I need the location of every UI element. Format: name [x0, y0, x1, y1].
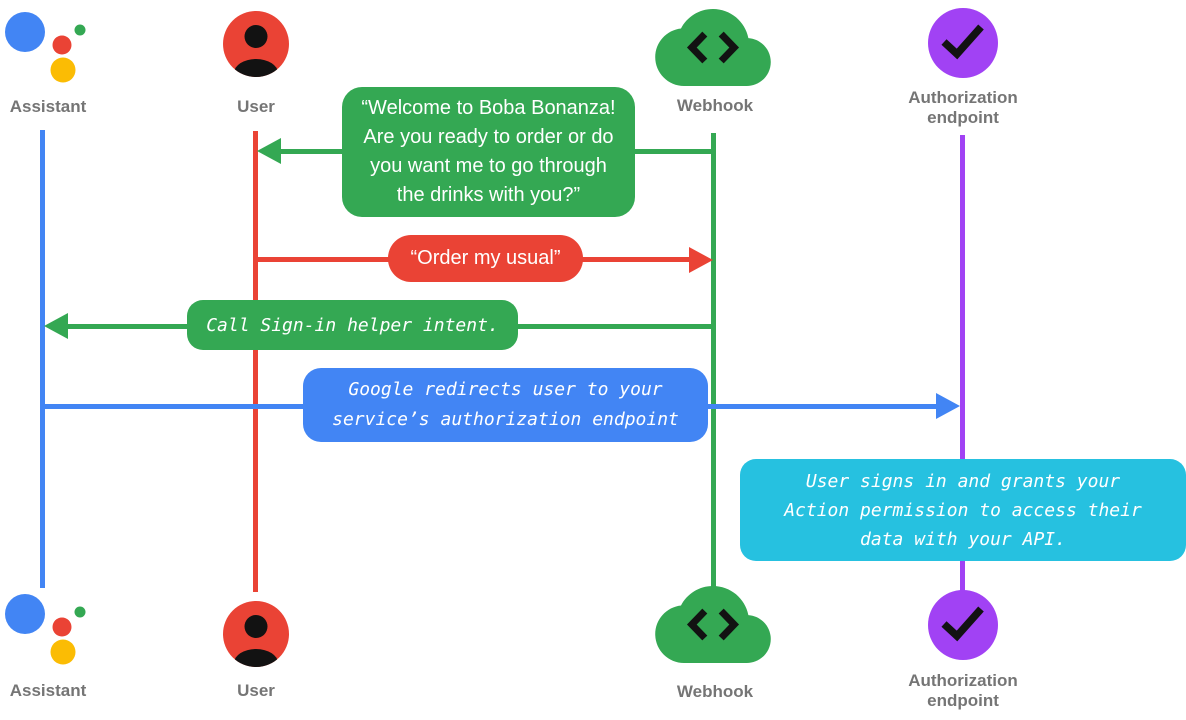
arrowhead-left-icon [257, 138, 281, 164]
arrowhead-left-icon [44, 313, 68, 339]
message-sign-in-helper: Call Sign-in helper intent. [187, 300, 518, 350]
arrowhead-right-icon [689, 247, 713, 273]
user-label: User [237, 97, 275, 116]
auth-endpoint-label: Authorization endpoint [908, 671, 1018, 710]
arrowhead-right-icon [936, 393, 960, 419]
webhook-cloud-icon [655, 586, 771, 664]
auth-endpoint-check-icon [928, 590, 998, 660]
assistant-label: Assistant [9, 681, 87, 700]
google-assistant-icon [5, 12, 86, 83]
user-lifeline [253, 131, 258, 592]
auth-endpoint-check-icon [928, 8, 998, 78]
assistant-label: Assistant [9, 97, 87, 116]
message-grant-access: User signs in and grants your Action per… [740, 459, 1186, 561]
auth-endpoint-lifeline [960, 135, 965, 603]
webhook-label: Webhook [676, 682, 754, 701]
google-assistant-icon [5, 594, 86, 665]
user-icon [223, 11, 289, 77]
webhook-cloud-icon [655, 9, 771, 87]
assistant-lifeline [40, 130, 45, 588]
message-welcome: “Welcome to Boba Bonanza! Are you ready … [342, 87, 635, 217]
user-icon [223, 601, 289, 667]
webhook-label: Webhook [676, 96, 754, 115]
user-label: User [237, 681, 275, 700]
webhook-lifeline [711, 133, 716, 590]
message-redirect: Google redirects user to your service’s … [303, 368, 708, 442]
auth-endpoint-label: Authorization endpoint [908, 88, 1018, 127]
message-order-usual: “Order my usual” [388, 235, 583, 282]
